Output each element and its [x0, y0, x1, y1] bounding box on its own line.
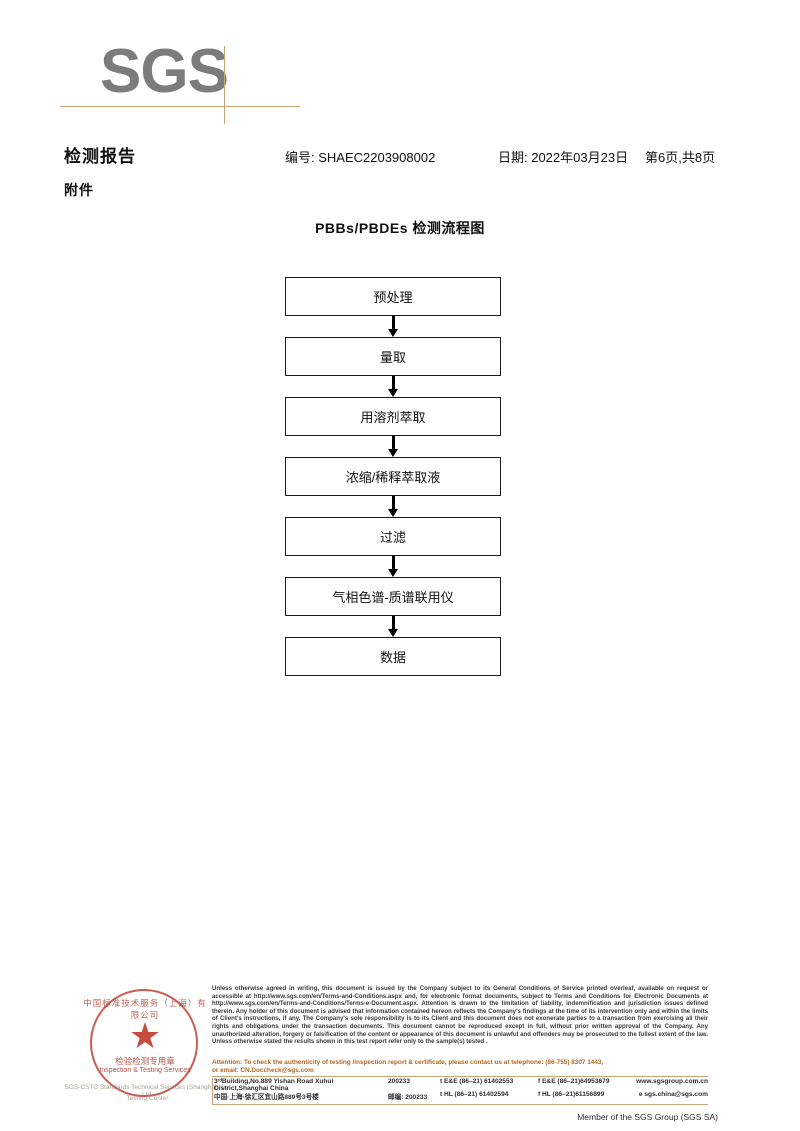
flow-arrow-2: [285, 376, 501, 397]
arrow-head-icon: [388, 629, 398, 637]
seal-english-label: Inspection & Testing Services: [99, 1067, 191, 1074]
report-number: 编号: SHAEC2203908002: [285, 150, 436, 165]
arrow-shaft: [391, 436, 395, 450]
fax-hl: f HL (86–21)61156899: [538, 1091, 605, 1098]
flow-step-gcms: 气相色谱-质谱联用仪: [285, 577, 501, 616]
attention-line-1: Attention: To check the authenticity of …: [212, 1059, 604, 1066]
arrow-shaft: [391, 616, 395, 630]
zip-chinese: 邮编: 200233: [388, 1094, 428, 1101]
page-footer: 中国标准技术服务（上海）有限公司 ★ 检验检测专用章 Inspection & …: [0, 975, 800, 1131]
member-statement: Member of the SGS Group (SGS SA): [577, 1112, 718, 1122]
address-rule-bottom: [212, 1104, 708, 1105]
flowchart-title: PBBs/PBDEs 检测流程图: [315, 220, 485, 236]
logo-vertical-rule: [224, 46, 225, 124]
seal-arc-text: 中国标准技术服务（上海）有限公司: [83, 998, 207, 1020]
arrow-shaft: [391, 556, 395, 570]
arrow-head-icon: [388, 449, 398, 457]
seal-chinese-label: 检验检测专用章: [115, 1056, 175, 1066]
flow-step-pretreatment: 预处理: [285, 277, 501, 316]
arrow-head-icon: [388, 389, 398, 397]
fax-ee: f E&E (86–21)64953679: [538, 1078, 610, 1085]
address-english: 3ʳᵈBuilding,No.889 Yishan Road Xuhui Dis…: [214, 1078, 334, 1092]
star-icon: ★: [128, 1015, 162, 1056]
address-rule-top: [212, 1076, 708, 1077]
address-chinese: 中国·上海·徐汇区宜山路889号3号楼: [214, 1094, 319, 1101]
address-row-chinese: 中国·上海·徐汇区宜山路889号3号楼 邮编: 200233 t HL (86–…: [212, 1091, 708, 1104]
arrow-head-icon: [388, 509, 398, 517]
arrow-head-icon: [388, 329, 398, 337]
seal-outer-circle: [90, 989, 198, 1097]
flow-arrow-3: [285, 436, 501, 457]
arrow-shaft: [391, 496, 395, 510]
arrow-shaft: [391, 316, 395, 330]
email-address: e sgs.china@sgs.com: [638, 1091, 708, 1098]
flow-step-data: 数据: [285, 637, 501, 676]
address-separator: [212, 1078, 213, 1104]
attention-line-2: or email: CN.Doccheck@sgs.com: [212, 1067, 314, 1074]
page-title: 检测报告: [64, 147, 136, 166]
flow-step-solvent-extraction: 用溶剂萃取: [285, 397, 501, 436]
sgs-logo-text: SGS: [100, 37, 229, 106]
seal-center-name: Testing Center: [126, 1095, 169, 1102]
report-date: 日期: 2022年03月23日: [498, 150, 629, 165]
attention-notice: Attention: To check the authenticity of …: [212, 1059, 708, 1075]
arrow-shaft: [391, 376, 395, 390]
telephone-hl: t HL (86–21) 61402594: [440, 1091, 509, 1098]
legal-paragraph: Unless otherwise agreed in writing, this…: [212, 985, 708, 1046]
flow-arrow-4: [285, 496, 501, 517]
logo-horizontal-rule: [60, 106, 300, 107]
website-url: www.sgsgroup.com.cn: [636, 1078, 708, 1085]
flowchart: 预处理 量取 用溶剂萃取 浓缩/稀释萃取液 过滤 气相色谱-质谱联用仪: [285, 277, 503, 676]
page-number: 第6页,共8页: [645, 150, 716, 165]
telephone-ee: t E&E (86–21) 61402553: [440, 1078, 514, 1085]
flow-step-concentrate-dilute: 浓缩/稀释萃取液: [285, 457, 501, 496]
seal-company-name: SGS-CSTC Standards Technical Services (S…: [64, 1084, 231, 1098]
flow-arrow-6: [285, 616, 501, 637]
flow-arrow-5: [285, 556, 501, 577]
zip-english: 200233: [388, 1078, 411, 1085]
flow-step-filtration: 过滤: [285, 517, 501, 556]
address-row-english: 3ʳᵈBuilding,No.889 Yishan Road Xuhui Dis…: [212, 1078, 708, 1092]
flow-step-measure: 量取: [285, 337, 501, 376]
flow-arrow-1: [285, 316, 501, 337]
arrow-head-icon: [388, 569, 398, 577]
sgs-logo: SGS: [60, 36, 300, 124]
attachment-label: 附件: [64, 182, 94, 198]
legal-disclaimer: Unless otherwise agreed in writing, this…: [212, 985, 708, 1046]
company-seal-stamp: 中国标准技术服务（上海）有限公司 ★ 检验检测专用章 Inspection & …: [64, 983, 231, 1109]
